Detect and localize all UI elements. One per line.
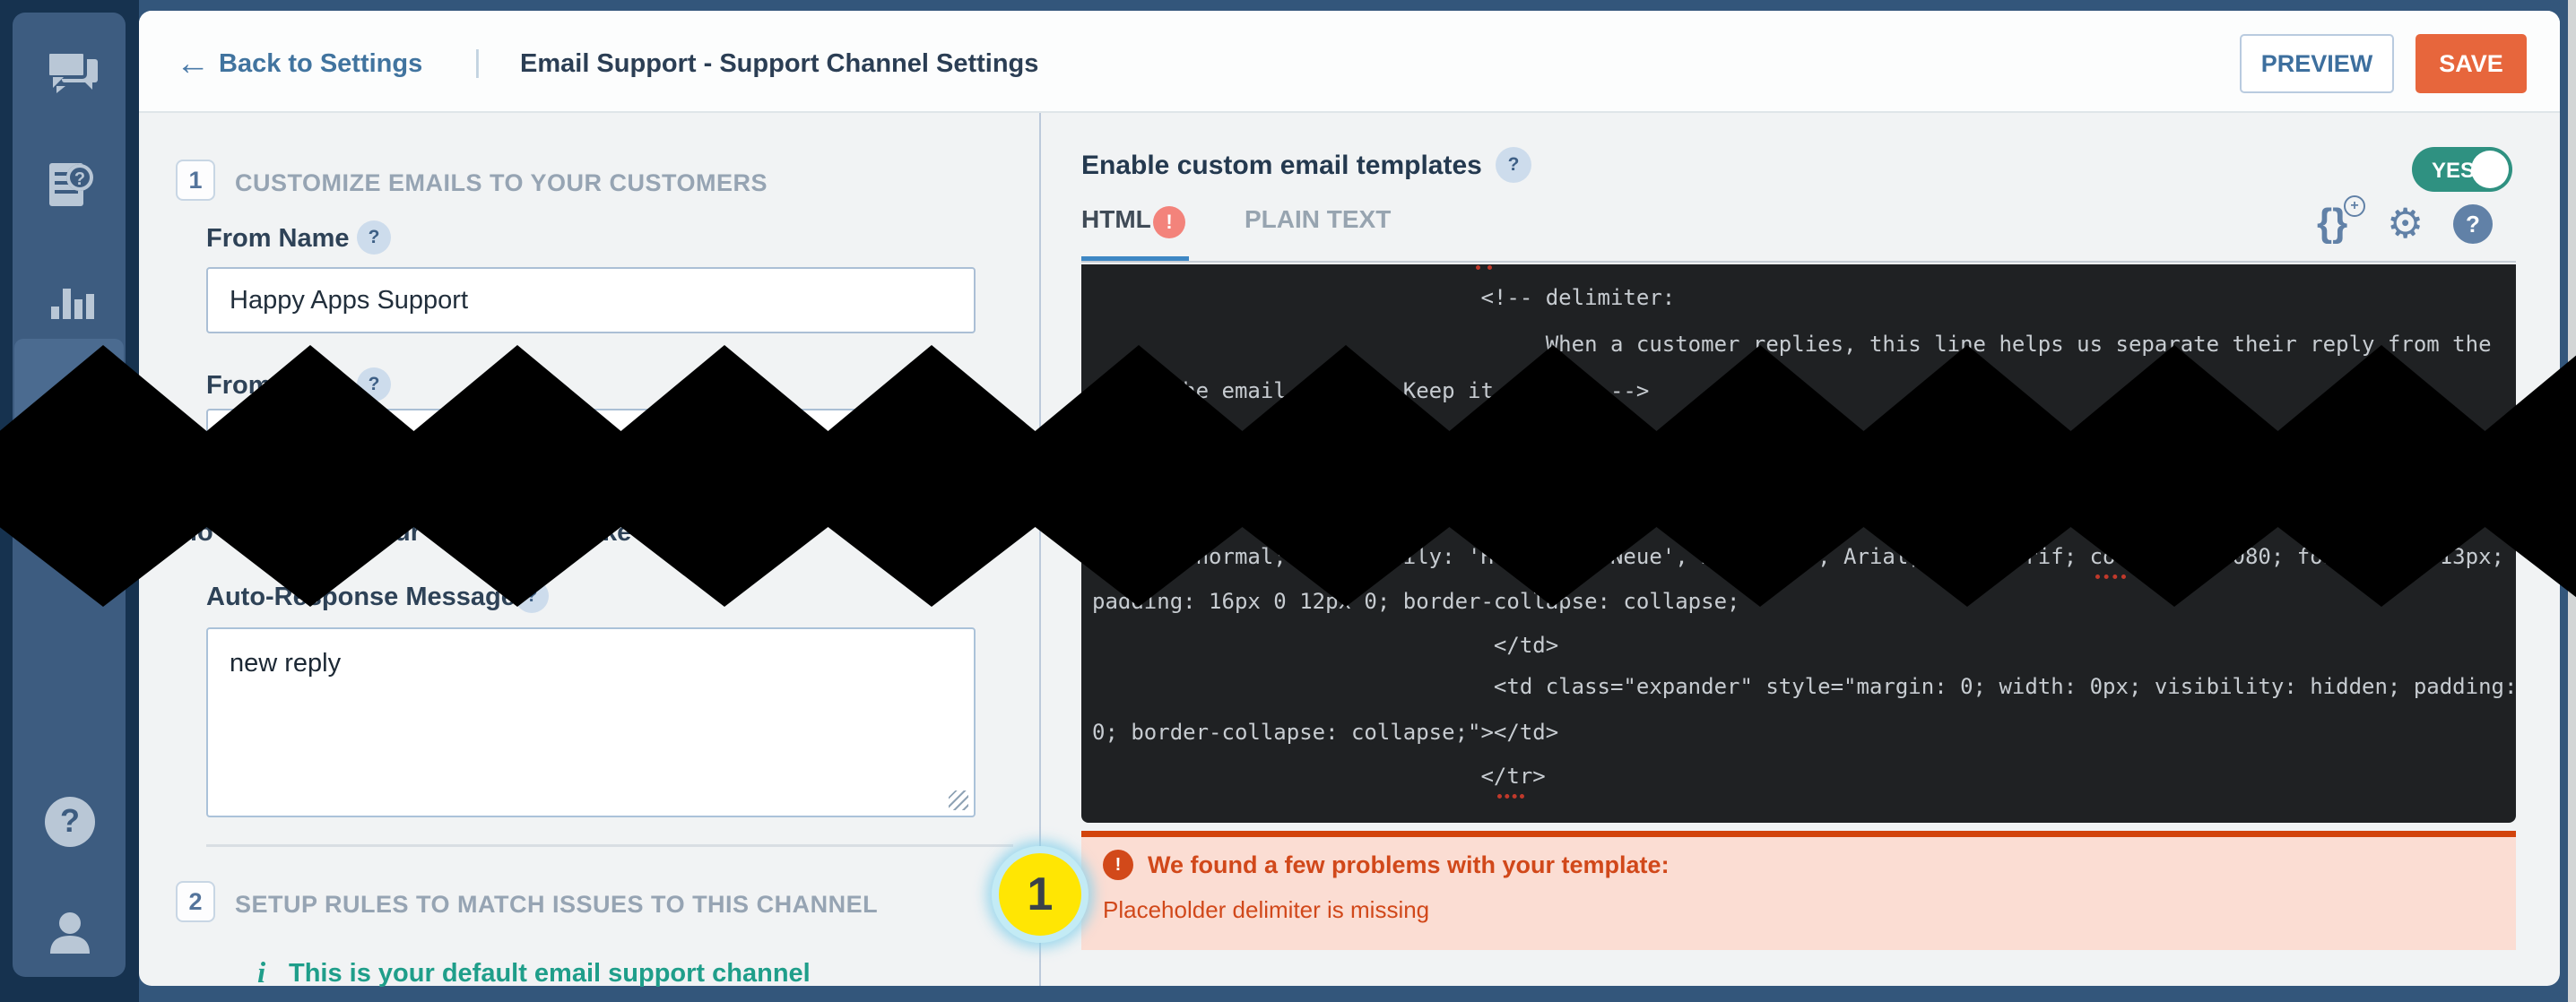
- error-squiggle: [1497, 794, 1524, 799]
- svg-text:?: ?: [60, 802, 80, 839]
- auto-response-value: new reply: [230, 649, 342, 678]
- header-bar: [139, 11, 2560, 113]
- code-line[interactable]: <td class="expander" style="margin: 0; w…: [1092, 674, 2516, 699]
- window-scrollbar-track[interactable]: [2568, 0, 2576, 1002]
- auto-response-label: Auto-Response Message: [206, 583, 516, 611]
- back-arrow-icon[interactable]: ←: [176, 45, 210, 82]
- from-name-input[interactable]: Happy Apps Support: [206, 267, 976, 333]
- svg-text:?: ?: [74, 169, 84, 189]
- enable-templates-help-icon[interactable]: ?: [1496, 147, 1531, 183]
- insert-placeholder-icon[interactable]: {} +: [2317, 195, 2365, 246]
- sidebar-active-item[interactable]: [14, 339, 124, 437]
- resize-handle[interactable]: [949, 790, 968, 810]
- from-email-help-icon[interactable]: ?: [357, 367, 391, 402]
- error-squiggle: [1476, 265, 1492, 270]
- plus-icon: +: [2344, 195, 2365, 217]
- code-line[interactable]: When a customer replies, this line helps…: [1092, 332, 2492, 357]
- tab-bottom-border: [1081, 261, 2516, 263]
- obscured-label-fragment: ke: [603, 518, 632, 547]
- auto-response-textarea[interactable]: new reply: [206, 627, 976, 817]
- section-1-number: 1: [176, 160, 215, 201]
- error-exclamation-icon: !: [1103, 850, 1133, 880]
- info-icon: i: [257, 957, 266, 989]
- code-line[interactable]: padding: 16px 0 12px 0; border-collapse:…: [1092, 589, 1740, 614]
- template-error-panel: [1081, 831, 2516, 950]
- brace-close: }: [2332, 201, 2348, 245]
- html-code-editor[interactable]: <!-- delimiter: When a customer replies,…: [1081, 264, 2516, 823]
- profile-icon[interactable]: [0, 907, 139, 967]
- code-line[interactable]: </tr>: [1092, 764, 1546, 789]
- save-button[interactable]: SAVE: [2416, 34, 2527, 93]
- html-error-badge: !: [1153, 206, 1185, 238]
- gear-icon[interactable]: ⚙: [2387, 200, 2424, 246]
- section-1-title: CUSTOMIZE EMAILS TO YOUR CUSTOMERS: [235, 169, 768, 196]
- from-name-help-icon[interactable]: ?: [357, 220, 391, 255]
- enable-templates-label: Enable custom email templates: [1081, 151, 1482, 180]
- section-2-title: SETUP RULES TO MATCH ISSUES TO THIS CHAN…: [235, 891, 879, 918]
- editor-help-icon[interactable]: ?: [2453, 204, 2493, 244]
- back-to-settings-link[interactable]: Back to Settings: [219, 49, 423, 78]
- error-title: We found a few problems with your templa…: [1148, 851, 1670, 878]
- reports-icon[interactable]: [0, 269, 139, 329]
- section-2-number: 2: [176, 881, 215, 922]
- brace-open: {: [2317, 201, 2333, 245]
- preview-button[interactable]: PREVIEW: [2240, 34, 2394, 93]
- section-divider: [206, 844, 1013, 847]
- annotation-marker-1: 1: [992, 846, 1089, 943]
- header-separator: |: [473, 45, 481, 79]
- error-detail: Placeholder delimiter is missing: [1103, 896, 1430, 923]
- page-title: Email Support - Support Channel Settings: [520, 49, 1039, 78]
- auto-response-help-icon[interactable]: ?: [515, 579, 549, 613]
- tab-html[interactable]: HTML: [1081, 205, 1151, 233]
- code-line[interactable]: <!-- delimiter:: [1092, 285, 1676, 310]
- conversations-icon[interactable]: [0, 47, 139, 105]
- obscured-label-fragment: ur: [395, 518, 421, 547]
- code-line[interactable]: of the email thread. Keep it on top. -->: [1092, 378, 1650, 403]
- from-name-label: From Name: [206, 224, 350, 253]
- default-channel-note: This is your default email support chann…: [289, 959, 811, 988]
- code-line[interactable]: </td>: [1092, 633, 1559, 658]
- tab-plain-text[interactable]: PLAIN TEXT: [1245, 205, 1392, 233]
- obscured-label-fragment: lo: [190, 518, 213, 547]
- code-line[interactable]: weight: normal; font-family: 'Helvetica …: [1092, 544, 2504, 569]
- error-squiggle: [2095, 574, 2126, 579]
- from-email-label: From: [206, 371, 272, 400]
- active-tab-indicator: [1081, 256, 1189, 263]
- code-line[interactable]: 0; border-collapse: collapse;"></td>: [1092, 720, 1559, 745]
- from-email-input[interactable]: [206, 409, 976, 475]
- toggle-knob[interactable]: [2471, 151, 2509, 188]
- toggle-yes-label: YES: [2432, 159, 2476, 183]
- help-icon[interactable]: ?: [0, 792, 139, 856]
- knowledge-base-icon[interactable]: ?: [0, 158, 139, 218]
